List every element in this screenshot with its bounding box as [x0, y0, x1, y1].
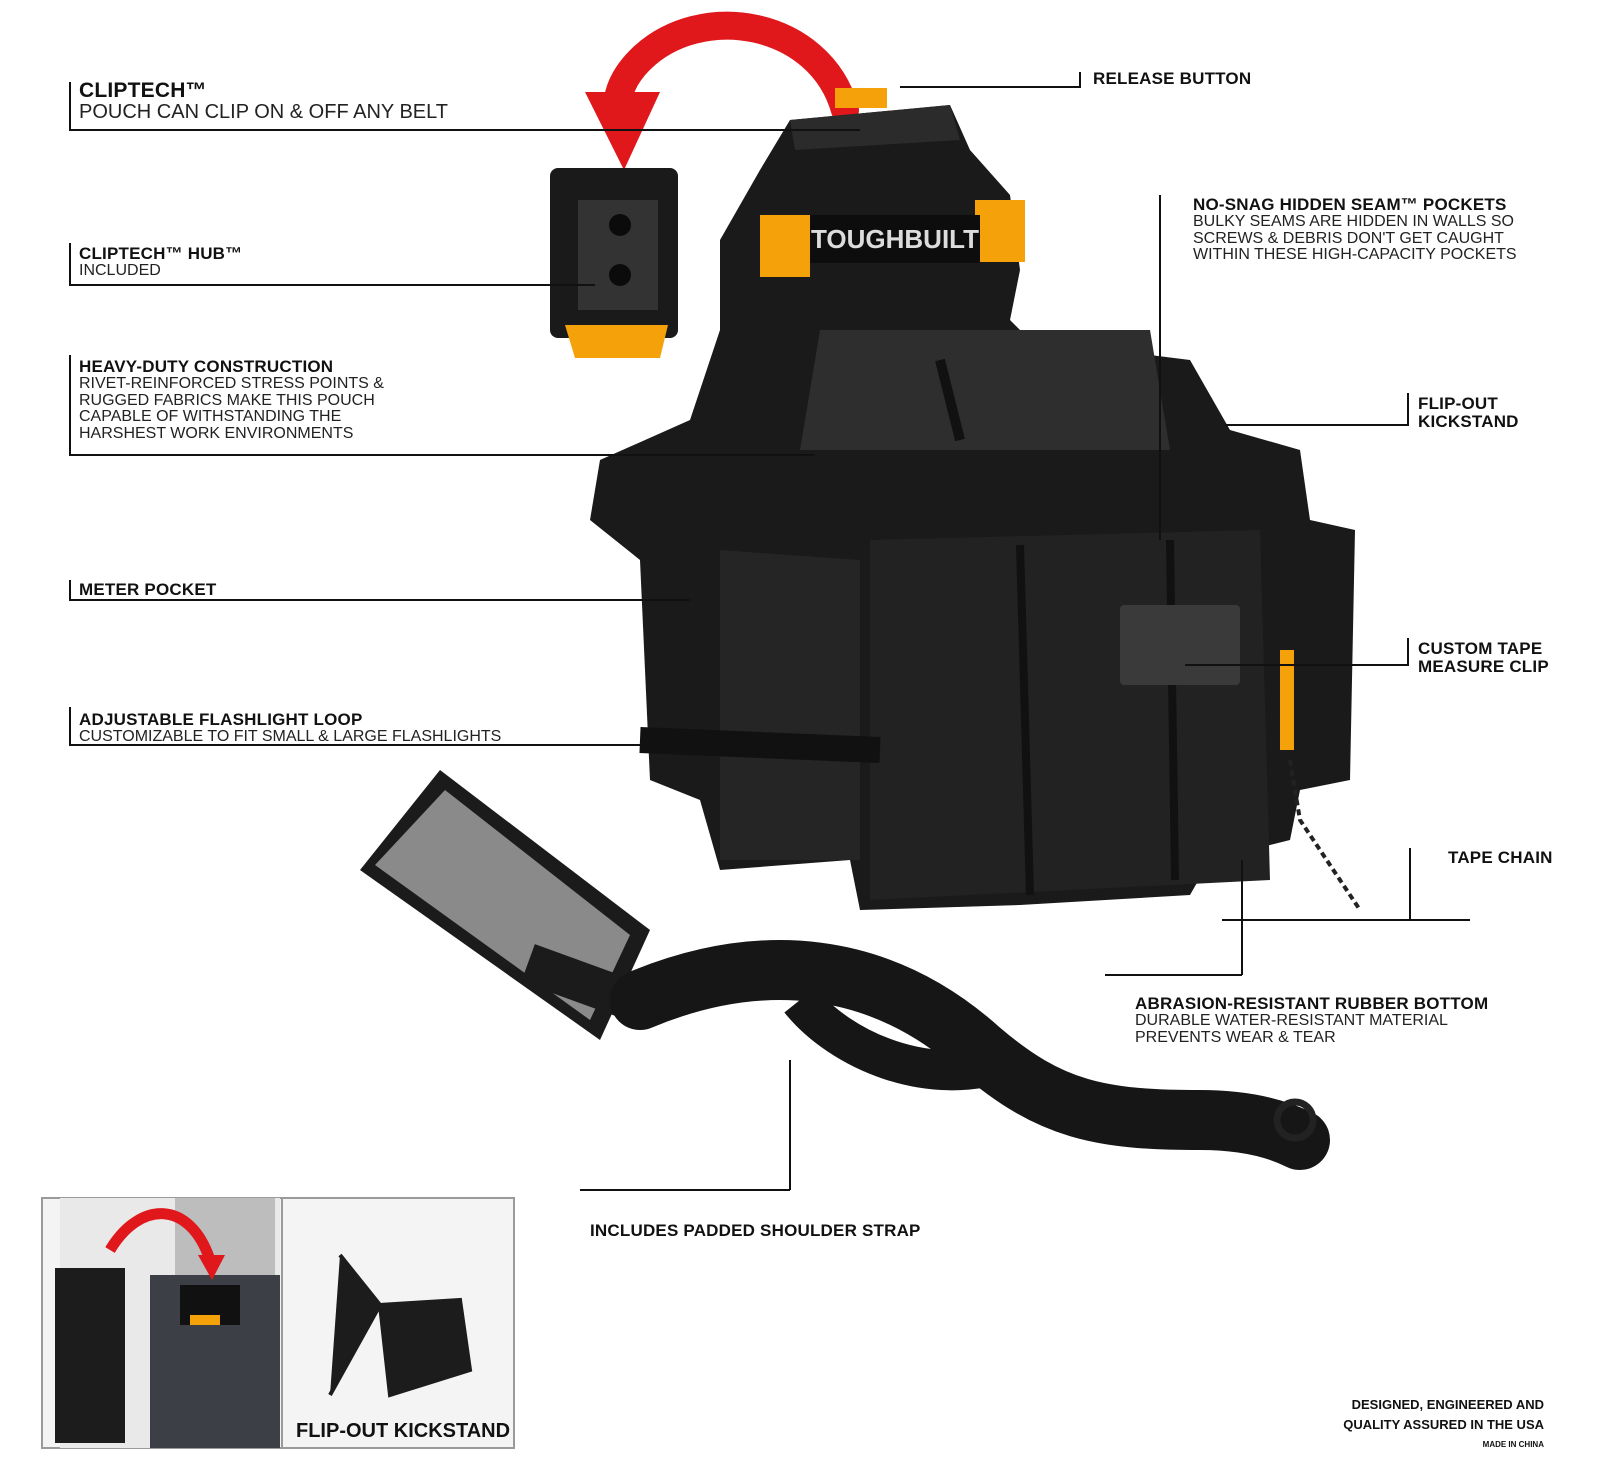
callout-tape-clip-line: CUSTOM TAPE [1418, 639, 1543, 658]
callout-release-button-title: RELEASE BUTTON [1093, 69, 1252, 88]
callout-no-snag-line: WITHIN THESE HIGH-CAPACITY POCKETS [1193, 246, 1517, 264]
callout-kickstand: FLIP-OUT KICKSTAND [1418, 395, 1519, 431]
callout-heavy-duty-line: RIVET-REINFORCED STRESS POINTS & [79, 374, 384, 392]
callout-tape-chain: TAPE CHAIN [1448, 849, 1553, 867]
footer-line: DESIGNED, ENGINEERED AND [1351, 1397, 1544, 1412]
callout-flashlight-loop-title: ADJUSTABLE FLASHLIGHT LOOP [79, 710, 363, 729]
callout-heavy-duty-title: HEAVY-DUTY CONSTRUCTION [79, 357, 334, 376]
footer-made-in: MADE IN CHINA [1482, 1440, 1544, 1449]
inset-label: FLIP-OUT KICKSTAND [296, 1420, 511, 1442]
callout-no-snag: NO-SNAG HIDDEN SEAM™ POCKETS BULKY SEAMS… [1193, 196, 1517, 264]
callout-rubber-bottom: ABRASION-RESISTANT RUBBER BOTTOM DURABLE… [1135, 995, 1488, 1046]
inset-photo [41, 1197, 515, 1449]
callout-rubber-bottom-line: DURABLE WATER-RESISTANT MATERIAL [1135, 1011, 1448, 1029]
callout-tape-chain-title: TAPE CHAIN [1448, 848, 1553, 867]
callout-heavy-duty-line: RUGGED FABRICS MAKE THIS POUCH [79, 391, 375, 409]
callout-tape-clip-line: MEASURE CLIP [1418, 656, 1549, 676]
callout-shoulder-strap-title: INCLUDES PADDED SHOULDER STRAP [590, 1221, 921, 1240]
tool-pouch-icon: TOUGHBUILT [590, 88, 1362, 912]
leader-lines [69, 72, 1470, 1191]
footer-text: DESIGNED, ENGINEERED AND QUALITY ASSURED… [1343, 1395, 1544, 1434]
callout-kickstand-line: FLIP-OUT [1418, 394, 1498, 413]
callout-rubber-bottom-title: ABRASION-RESISTANT RUBBER BOTTOM [1135, 994, 1489, 1013]
callout-heavy-duty-line: HARSHEST WORK ENVIRONMENTS [79, 425, 354, 443]
callout-heavy-duty: HEAVY-DUTY CONSTRUCTION RIVET-REINFORCED… [79, 358, 384, 443]
callout-cliptech: CLIPTECH™ POUCH CAN CLIP ON & OFF ANY BE… [79, 79, 448, 124]
brand-logo: TOUGHBUILT [811, 224, 979, 254]
shoulder-strap-icon [360, 770, 1330, 1170]
callout-tape-clip: CUSTOM TAPE MEASURE CLIP [1418, 640, 1549, 676]
cliptech-hub-icon [550, 168, 678, 358]
callout-kickstand-line: KICKSTAND [1418, 411, 1519, 431]
callout-meter-pocket: METER POCKET [79, 581, 216, 599]
callout-rubber-bottom-line: PREVENTS WEAR & TEAR [1135, 1028, 1336, 1046]
callout-no-snag-line: SCREWS & DEBRIS DON'T GET CAUGHT [1193, 229, 1504, 247]
callout-hub-body: INCLUDED [79, 261, 161, 279]
callout-heavy-duty-line: CAPABLE OF WITHSTANDING THE [79, 408, 342, 426]
callout-no-snag-title: NO-SNAG HIDDEN SEAM™ POCKETS [1193, 195, 1507, 214]
callout-flashlight-loop: ADJUSTABLE FLASHLIGHT LOOP CUSTOMIZABLE … [79, 711, 501, 746]
callout-release-button: RELEASE BUTTON [1093, 70, 1251, 88]
footer-line: QUALITY ASSURED IN THE USA [1343, 1416, 1544, 1432]
callout-flashlight-loop-body: CUSTOMIZABLE TO FIT SMALL & LARGE FLASHL… [79, 727, 502, 745]
callout-hub-title: CLIPTECH™ HUB™ [79, 244, 243, 263]
callout-no-snag-line: BULKY SEAMS ARE HIDDEN IN WALLS SO [1193, 212, 1514, 230]
callout-cliptech-title: CLIPTECH™ [79, 79, 207, 102]
callout-meter-pocket-title: METER POCKET [79, 580, 217, 599]
callout-hub: CLIPTECH™ HUB™ INCLUDED [79, 245, 242, 280]
callout-cliptech-body: POUCH CAN CLIP ON & OFF ANY BELT [79, 101, 448, 124]
callout-shoulder-strap: INCLUDES PADDED SHOULDER STRAP [590, 1222, 921, 1240]
